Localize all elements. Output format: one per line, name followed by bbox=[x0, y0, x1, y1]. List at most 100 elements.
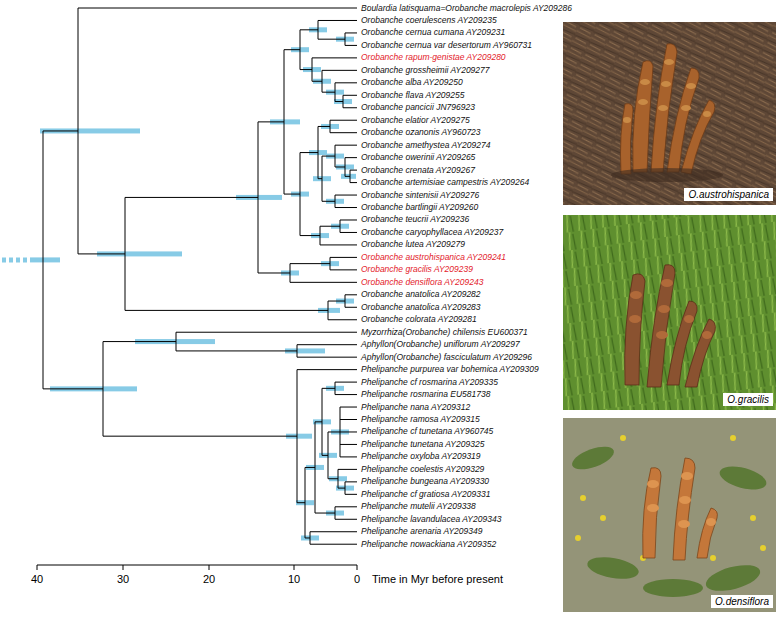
branch bbox=[43, 388, 103, 389]
branch bbox=[345, 32, 357, 33]
branch bbox=[305, 537, 310, 538]
axis-title: Time in Myr before present bbox=[372, 574, 503, 585]
branch bbox=[258, 272, 290, 273]
branch bbox=[345, 176, 350, 177]
taxon-label: Orobanche coerulescens AY209235 bbox=[361, 16, 497, 25]
taxon-label: Phelipanche nana AY209312 bbox=[361, 403, 470, 412]
axis-tick bbox=[37, 565, 38, 570]
taxon-label: Phelipanche mutelii AY209338 bbox=[361, 502, 476, 511]
branch bbox=[318, 20, 357, 21]
root-interval bbox=[2, 257, 30, 262]
branch bbox=[340, 456, 357, 457]
branch bbox=[340, 431, 357, 432]
branch bbox=[328, 478, 338, 479]
taxon-label: Orobanche ozanonis AY960723 bbox=[361, 128, 481, 137]
branch bbox=[297, 344, 357, 345]
branch bbox=[335, 145, 357, 146]
branch bbox=[297, 502, 305, 503]
taxon-label: Phelipanche bungeana AY209330 bbox=[361, 477, 489, 486]
branch bbox=[335, 82, 357, 83]
branch bbox=[310, 531, 357, 532]
branch bbox=[320, 244, 357, 245]
branch bbox=[345, 494, 357, 495]
taxon-label: Phelipanche cf tunetana AY960745 bbox=[361, 427, 493, 436]
branch bbox=[43, 131, 44, 389]
branch bbox=[297, 357, 357, 358]
branch bbox=[315, 513, 335, 514]
branch bbox=[305, 467, 315, 468]
branch bbox=[330, 132, 357, 133]
branch bbox=[310, 544, 357, 545]
age-bar bbox=[341, 174, 356, 179]
branch bbox=[335, 101, 343, 102]
branch bbox=[340, 407, 357, 408]
taxon-label: Phelipanche coelestis AY209329 bbox=[361, 465, 484, 474]
root-interval bbox=[30, 257, 60, 262]
taxon-label: Orobanche caryophyllacea AY209237 bbox=[361, 228, 503, 237]
taxon-label: Orobanche lutea AY209279 bbox=[361, 240, 465, 249]
branch bbox=[330, 269, 357, 270]
taxon-label: Orobanche bartlingii AY209260 bbox=[361, 203, 478, 212]
age-intervals bbox=[2, 27, 356, 540]
branch bbox=[335, 394, 357, 395]
tick-label: 30 bbox=[117, 574, 129, 585]
axis-tick bbox=[294, 565, 295, 570]
branch bbox=[78, 253, 125, 254]
tick-label: 40 bbox=[31, 574, 43, 585]
taxon-label: Orobanche austrohispanica AY209241 bbox=[361, 253, 506, 262]
axis-tick bbox=[123, 565, 124, 570]
branch bbox=[78, 8, 357, 9]
taxon-label: Phelipanche cf gratiosa AY209331 bbox=[361, 490, 490, 499]
branch bbox=[322, 388, 335, 389]
branch bbox=[300, 152, 318, 153]
branch bbox=[318, 39, 345, 40]
branch bbox=[335, 166, 345, 167]
taxon-label: Orobanche sintenisii AY209276 bbox=[361, 191, 479, 200]
branch bbox=[320, 226, 340, 227]
branch bbox=[340, 219, 357, 220]
taxon-label: Orobanche anatolica AY209283 bbox=[361, 303, 481, 312]
branch bbox=[328, 431, 340, 432]
taxon-label: Orobanche grossheimii AY209277 bbox=[361, 66, 490, 75]
branch bbox=[338, 469, 357, 470]
branch bbox=[318, 126, 330, 127]
branch bbox=[125, 310, 328, 311]
branch bbox=[103, 436, 297, 437]
branch bbox=[315, 421, 322, 422]
branch bbox=[300, 235, 320, 236]
taxon-label: Myzorrhiza(Orobanche) chilensis EU600371 bbox=[361, 328, 528, 337]
branch bbox=[345, 481, 357, 482]
tick-label: 20 bbox=[203, 574, 215, 585]
branch bbox=[297, 369, 357, 370]
taxon-label: Orobanche rapum-genistae AY209280 bbox=[361, 53, 506, 62]
branch bbox=[322, 201, 335, 202]
taxon-label: Orobanche crenata AY209267 bbox=[361, 166, 475, 175]
branch bbox=[300, 69, 312, 70]
taxon-label: Phelipanche oxyloba AY209319 bbox=[361, 452, 481, 461]
tick-label: 10 bbox=[288, 574, 300, 585]
branch bbox=[335, 382, 357, 383]
photo-gracilis bbox=[563, 215, 776, 410]
branch bbox=[350, 170, 357, 171]
branch bbox=[284, 49, 300, 50]
branch bbox=[345, 294, 357, 295]
branch bbox=[340, 444, 357, 445]
axis-tick bbox=[357, 565, 358, 570]
taxon-label: Aphyllon(Orobanche) uniflorum AY209297 bbox=[361, 340, 520, 349]
branch bbox=[330, 257, 357, 258]
branches bbox=[43, 8, 357, 544]
taxon-label: Orobanche owerinii AY209265 bbox=[361, 153, 475, 162]
branch bbox=[125, 197, 258, 198]
taxon-label: Phelipanche nowackiana AY209352 bbox=[361, 540, 496, 549]
branch bbox=[43, 130, 78, 131]
branch bbox=[340, 419, 357, 420]
branch bbox=[345, 45, 357, 46]
taxon-label: Orobanche pancicii JN796923 bbox=[361, 103, 475, 112]
taxon-label: Orobanche flava AY209255 bbox=[361, 91, 465, 100]
branch bbox=[343, 95, 357, 96]
branch bbox=[258, 121, 284, 122]
taxon-label: Orobanche colorata AY209281 bbox=[361, 315, 477, 324]
branch bbox=[322, 70, 357, 71]
branch bbox=[318, 178, 322, 179]
